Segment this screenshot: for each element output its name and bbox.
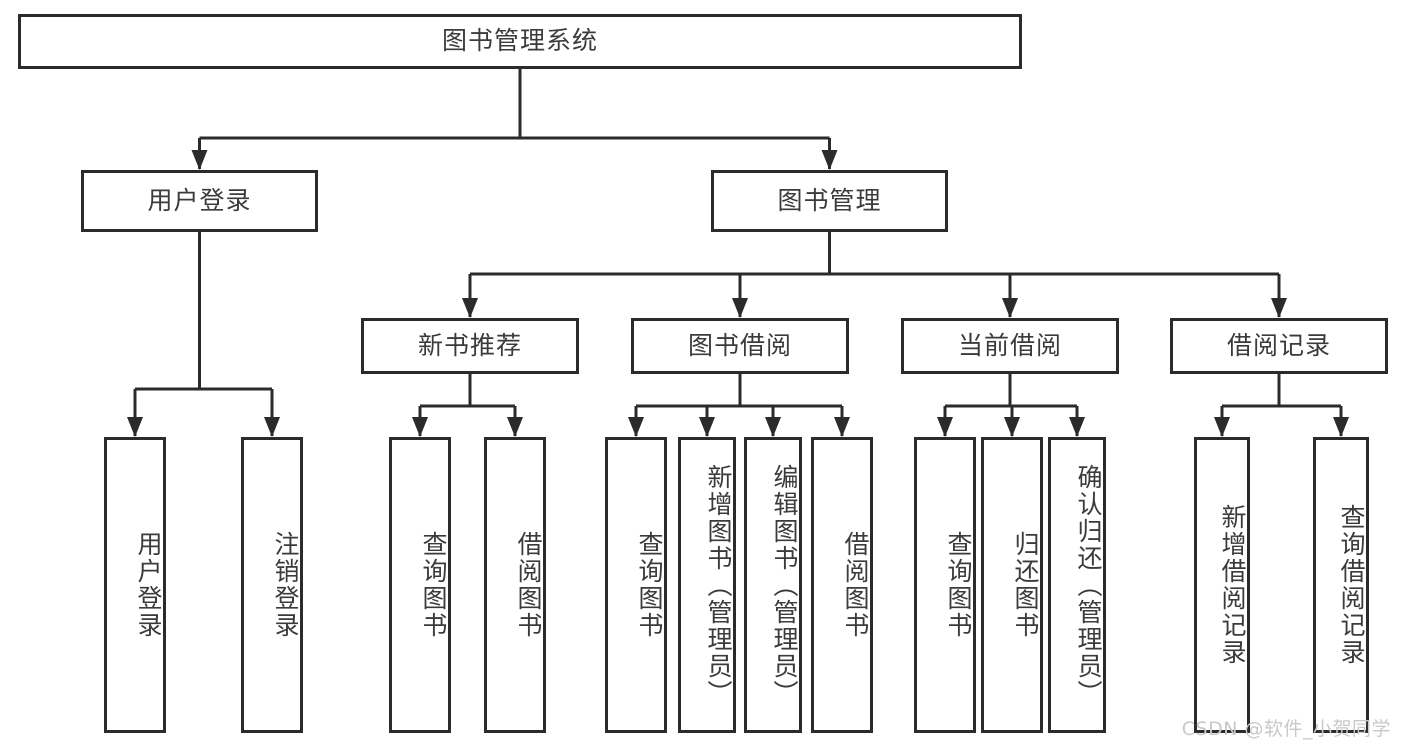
leaf-user-login[interactable]: 用户登录 <box>104 437 166 733</box>
node-borrow-record[interactable]: 借阅记录 <box>1170 318 1388 374</box>
node-book-borrow[interactable]: 图书借阅 <box>631 318 849 374</box>
leaf-recommend-query-book-label: 查询图书 <box>419 531 448 639</box>
leaf-recommend-borrow-book[interactable]: 借阅图书 <box>484 437 546 733</box>
leaf-current-query-book-label: 查询图书 <box>944 531 973 639</box>
node-book-manage[interactable]: 图书管理 <box>711 170 948 232</box>
leaf-borrow-add-book[interactable]: 新增图书（管理员） <box>678 437 736 733</box>
leaf-record-query[interactable]: 查询借阅记录 <box>1313 437 1369 733</box>
node-current-borrow[interactable]: 当前借阅 <box>901 318 1119 374</box>
leaf-record-query-label: 查询借阅记录 <box>1337 504 1366 666</box>
node-user-login[interactable]: 用户登录 <box>81 170 318 232</box>
node-root-label: 图书管理系统 <box>441 26 598 56</box>
leaf-record-add[interactable]: 新增借阅记录 <box>1194 437 1250 733</box>
leaf-current-confirm-return-label: 确认归还（管理员） <box>1074 463 1103 707</box>
leaf-borrow-edit-book-label: 编辑图书（管理员） <box>770 463 799 707</box>
leaf-borrow-borrow-book[interactable]: 借阅图书 <box>811 437 873 733</box>
leaf-borrow-add-book-label: 新增图书（管理员） <box>704 463 733 707</box>
leaf-borrow-edit-book[interactable]: 编辑图书（管理员） <box>744 437 802 733</box>
watermark: CSDN @软件_小贺同学 <box>1181 718 1391 740</box>
node-root[interactable]: 图书管理系统 <box>18 14 1022 69</box>
leaf-recommend-borrow-book-label: 借阅图书 <box>514 531 543 639</box>
leaf-current-return-book[interactable]: 归还图书 <box>981 437 1043 733</box>
node-current-borrow-label: 当前借阅 <box>957 330 1062 360</box>
leaf-user-logout-label: 注销登录 <box>271 531 300 639</box>
leaf-recommend-query-book[interactable]: 查询图书 <box>389 437 451 733</box>
node-new-book-recommend[interactable]: 新书推荐 <box>361 318 579 374</box>
node-user-login-label: 用户登录 <box>147 185 252 215</box>
node-book-borrow-label: 图书借阅 <box>687 330 792 360</box>
node-borrow-record-label: 借阅记录 <box>1226 330 1331 360</box>
leaf-current-confirm-return[interactable]: 确认归还（管理员） <box>1048 437 1106 733</box>
leaf-borrow-borrow-book-label: 借阅图书 <box>841 531 870 639</box>
node-new-book-recommend-label: 新书推荐 <box>417 330 522 360</box>
leaf-current-return-book-label: 归还图书 <box>1011 531 1040 639</box>
leaf-record-add-label: 新增借阅记录 <box>1218 504 1247 666</box>
leaf-user-logout[interactable]: 注销登录 <box>241 437 303 733</box>
leaf-current-query-book[interactable]: 查询图书 <box>914 437 976 733</box>
node-book-manage-label: 图书管理 <box>777 185 882 215</box>
leaf-borrow-query-book[interactable]: 查询图书 <box>605 437 667 733</box>
leaf-user-login-label: 用户登录 <box>134 531 163 639</box>
leaf-borrow-query-book-label: 查询图书 <box>635 531 664 639</box>
